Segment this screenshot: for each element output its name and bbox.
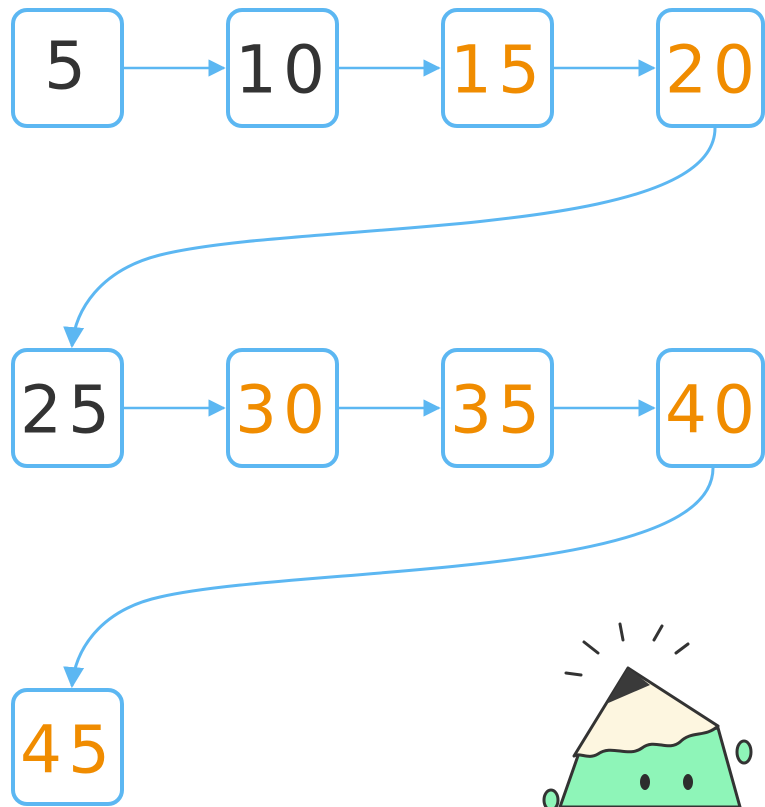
node-25: 25 xyxy=(11,348,124,468)
mascot-hand xyxy=(735,739,753,765)
node-number: 20 xyxy=(665,32,761,109)
node-number: 5 xyxy=(44,28,92,105)
mascot-hand xyxy=(542,788,560,807)
node-15: 15 xyxy=(441,8,554,128)
node-box xyxy=(11,348,124,468)
node-40: 40 xyxy=(656,348,765,468)
node-box xyxy=(441,8,554,128)
arrow-20-to-25 xyxy=(63,127,717,349)
pencil-mascot-icon xyxy=(542,622,753,807)
node-5: 5 xyxy=(11,8,124,128)
node-box xyxy=(11,688,124,806)
node-box xyxy=(226,348,339,468)
pencil-wood xyxy=(572,666,720,758)
mascot-eye xyxy=(683,774,693,790)
node-number: 45 xyxy=(20,712,116,789)
sparkle-line xyxy=(652,624,664,642)
sparkle-line xyxy=(582,640,600,655)
node-35: 35 xyxy=(441,348,554,468)
mascot-eye xyxy=(640,774,650,790)
node-number: 40 xyxy=(665,372,761,449)
node-45: 45 xyxy=(11,688,124,806)
pencil-tip xyxy=(606,668,650,704)
node-20: 20 xyxy=(656,8,765,128)
node-box xyxy=(441,348,554,468)
sparkle-line xyxy=(618,622,625,642)
node-number: 30 xyxy=(235,372,331,449)
sparkle-line xyxy=(564,671,583,677)
node-number: 25 xyxy=(20,372,116,449)
node-box xyxy=(226,8,339,128)
node-box xyxy=(656,8,765,128)
node-number: 35 xyxy=(450,372,546,449)
node-30: 30 xyxy=(226,348,339,468)
arrow-40-to-45 xyxy=(63,467,715,689)
node-number: 10 xyxy=(235,32,331,109)
node-box xyxy=(11,8,124,128)
sparkle-line xyxy=(674,642,690,655)
node-number: 15 xyxy=(450,32,546,109)
node-box xyxy=(656,348,765,468)
node-10: 10 xyxy=(226,8,339,128)
